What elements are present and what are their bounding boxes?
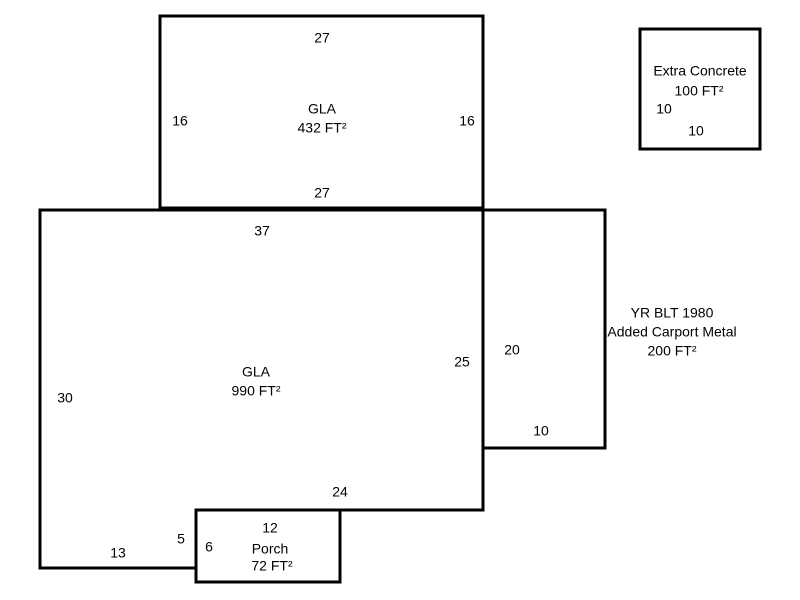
carport-note-line3: 200 FT² [647,342,697,359]
extra-concrete-area: 100 FT² [674,82,724,99]
main-gla-name: GLA [241,363,271,380]
main-gla-dim-top: 37 [254,222,270,239]
upper-gla-dim-bottom: 27 [314,184,330,201]
porch-area: 72 FT² [251,557,293,574]
carport-outline [481,208,607,450]
extra-concrete-name: Extra Concrete [653,62,747,79]
main-gla-area: 990 FT² [231,382,281,399]
upper-gla-outline [158,14,485,210]
carport-note-line2: Added Carport Metal [607,323,737,340]
carport-note-line1: YR BLT 1980 [630,304,714,321]
upper-gla-area: 432 FT² [297,119,347,136]
carport-dim-left: 20 [504,341,520,358]
carport-dim-bottom: 10 [533,422,549,439]
upper-gla-dim-top: 27 [314,29,330,46]
upper-gla-dim-right: 16 [459,112,475,129]
porch-dim-top: 12 [262,519,278,536]
porch-outline [194,508,342,584]
main-gla-dim-bottom-left: 13 [110,544,126,561]
upper-gla-name: GLA [307,100,337,117]
main-gla-dim-left: 30 [57,389,73,406]
porch-name: Porch [251,540,289,557]
main-gla-dim-notch: 5 [177,530,185,547]
main-gla-dim-right: 25 [454,353,470,370]
porch-dim-left: 6 [205,538,213,555]
extra-concrete-outline [638,27,762,151]
main-gla-dim-bottom: 24 [332,483,348,500]
extra-concrete-dim-bottom: 10 [688,122,704,139]
upper-gla-dim-left: 16 [172,112,188,129]
extra-concrete-dim-left: 10 [656,100,672,117]
